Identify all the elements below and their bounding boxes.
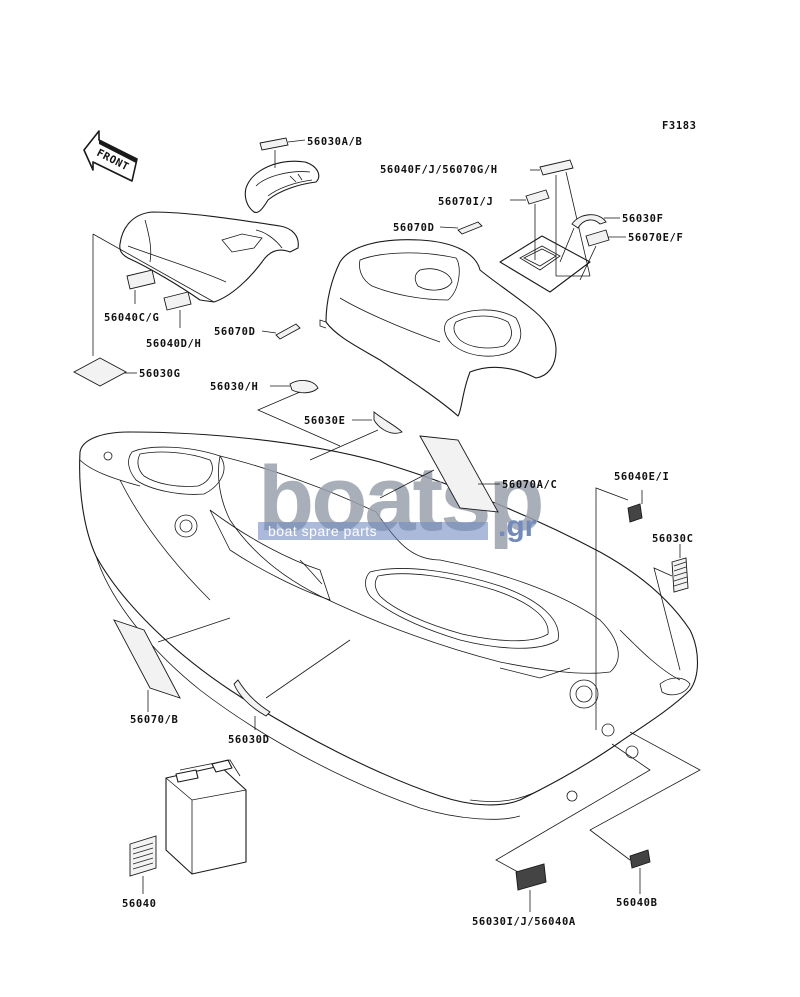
decal-56040fj — [539, 159, 574, 176]
watermark: boatsp .gr boat spare parts — [258, 448, 545, 550]
label-56030e: 56030E — [304, 415, 346, 427]
label-56040: 56040 — [122, 898, 157, 910]
label-56070d-mid: 56070D — [214, 326, 256, 338]
decal-56030c — [671, 557, 689, 593]
decal-56030f — [571, 214, 607, 229]
watermark-suffix: .gr — [498, 510, 537, 543]
label-56040fj: 56040F/J/56070G/H — [380, 164, 498, 176]
decal-56030e — [373, 411, 403, 434]
figure-code: F3183 — [662, 120, 697, 132]
decal-56040dh — [163, 291, 192, 311]
label-56070d-top: 56070D — [393, 222, 435, 234]
decal-56030g — [73, 357, 127, 387]
label-56070ij: 56070I/J — [438, 196, 493, 208]
label-56030f: 56030F — [622, 213, 664, 225]
hood-vent-part — [244, 160, 320, 214]
watermark-tagline: boat spare parts — [268, 523, 377, 539]
front-arrow-icon: FRONT — [83, 130, 138, 182]
battery-part — [165, 759, 247, 875]
label-56040dh: 56040D/H — [146, 338, 201, 350]
decal-56030ij — [515, 863, 547, 891]
decal-56070b — [113, 619, 181, 699]
decal-56030ab — [259, 137, 289, 151]
label-56040cg: 56040C/G — [104, 312, 159, 324]
label-56030c: 56030C — [652, 533, 694, 545]
label-56030g: 56030G — [139, 368, 181, 380]
decal-56070d-mid — [275, 323, 301, 340]
decal-56040cg — [126, 269, 156, 290]
decal-56070ij — [525, 189, 550, 205]
decal-56030h — [289, 380, 319, 394]
label-56030d: 56030D — [228, 734, 270, 746]
decal-56070d-top — [457, 221, 483, 235]
label-56070b: 56070/B — [130, 714, 178, 726]
decal-56040ei — [627, 503, 643, 523]
decal-56070ac — [419, 435, 499, 513]
hull-part — [79, 431, 698, 820]
label-56070ef: 56070E/F — [628, 232, 683, 244]
label-56030ab: 56030A/B — [307, 136, 362, 148]
storage-tray-part — [499, 235, 591, 293]
decal-56070ef — [585, 229, 610, 247]
label-56030h: 56030/H — [210, 381, 258, 393]
label-56070ac: 56070A/C — [502, 479, 557, 491]
decal-56030d — [233, 679, 271, 717]
label-56030ij: 56030I/J/56040A — [472, 916, 576, 928]
decal-56040b — [629, 849, 651, 869]
front-hood-cover — [119, 211, 299, 303]
deck-part — [319, 239, 557, 417]
decal-56040 — [129, 835, 157, 877]
label-56040b: 56040B — [616, 897, 658, 909]
label-56040ei: 56040E/I — [614, 471, 669, 483]
